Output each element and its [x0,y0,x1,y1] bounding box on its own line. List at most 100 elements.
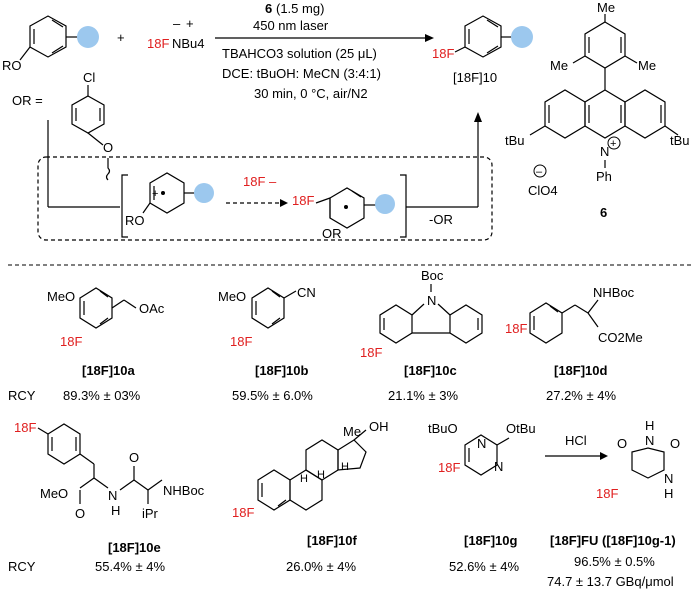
compound-fu-label: [18F]FU ([18F]10g-1) [550,533,676,548]
product: 18F [18F]10 [432,15,533,85]
10c-boc: Boc [421,268,444,283]
10e-nhboc: NHBoc [163,483,205,498]
mechanism-box [37,156,493,241]
hcl-reagent: HCl [565,433,587,448]
catalyst-n-charge: + [610,138,616,150]
radical-cation-intermediate: + RO [125,172,214,228]
compound-10e-structure: 18F MeO O N H O NHBoc iPr [14,420,205,521]
fu-o1: O [617,436,627,451]
cond-light: 450 nm laser [253,18,329,33]
compound-10d-rcy: 27.2% ± 4% [546,388,616,403]
compound-10e-rcy: 55.4% ± 4% [95,559,165,574]
catalyst-counterion-charge: – [536,166,543,178]
10d-nhboc: NHBoc [593,285,635,300]
substituent-sphere-icon [77,26,99,48]
mech-product-sphere-icon [375,194,395,214]
catalyst-ph: Ph [596,169,612,184]
catalyst-tbu-right: tBu [670,133,690,148]
product-sphere-icon [511,26,533,48]
10e-18f: 18F [14,420,36,435]
compound-10b-rcy: 59.5% ± 6.0% [232,388,313,403]
mech-or: OR [322,226,342,241]
compound-10c-label: [18F]10c [404,363,457,378]
cond-solvent: DCE: tBuOH: MeCN (3:4:1) [222,66,381,81]
fu-n2: N [664,471,673,486]
10a-18f: 18F [60,334,82,349]
reagent-plus: + [186,16,194,31]
rcy-label-row2: RCY [8,559,36,574]
compound-10f-label: [18F]10f [307,533,358,548]
fu-h1: H [645,418,654,433]
catalyst-tbu-left: tBu [505,133,525,148]
10f-h1: H [341,461,349,473]
compound-fu-rcy: 96.5% ± 0.5% [574,554,655,569]
10e-o2: O [129,450,139,465]
compound-10f-structure: Me OH H H H 18F [232,419,389,520]
mech-ro: RO [125,213,145,228]
reagent-minus: – [173,16,181,31]
catalyst-n: N [600,144,609,159]
substrate: RO [2,15,99,73]
fu-o2: O [670,436,680,451]
10e-ipr: iPr [142,506,159,521]
fluoride-adduct-intermediate: 18F OR [292,187,395,241]
svg-text:+: + [152,188,158,200]
10e-h: H [111,503,120,518]
compound-10a-rcy: 89.3% ± 03% [63,388,141,403]
10c-18f: 18F [360,345,382,360]
cond-catalyst-amount: (1.5 mg) [276,1,324,16]
fu-h2: H [664,486,673,501]
10g-n1: N [477,436,486,451]
compound-10c-structure: Boc N 18F [360,268,483,360]
catalyst-me-left: Me [550,58,568,73]
rcy-label-row1: RCY [8,388,36,403]
10f-me: Me [343,424,361,439]
or-group-structure: Cl O [71,70,113,181]
reagent-18f: 18F [147,36,169,51]
or-definition: OR = [12,93,43,108]
compound-10d-structure: NHBoc CO2Me 18F [505,285,643,345]
10g-n2: N [494,459,503,474]
10d-18f: 18F [505,321,527,336]
compound-10a-structure: MeO OAc 18F [47,287,165,349]
compound-10f-rcy: 26.0% ± 4% [286,559,356,574]
mech-18f-anion: 18F – [243,174,277,189]
fu-18f: 18F [596,486,618,501]
mech-leaving-group: -OR [429,212,453,227]
mech-18f: 18F [292,193,314,208]
10a-meo: MeO [47,289,75,304]
compound-10e-label: [18F]10e [108,540,161,555]
mech-sphere-icon [194,183,214,203]
product-18f: 18F [432,46,454,61]
or-o: O [103,140,113,155]
10f-h2: H [317,469,325,481]
substrate-ro-label: RO [2,58,22,73]
cond-time: 30 min, 0 °C, air/N2 [254,86,368,101]
10b-18f: 18F [230,334,252,349]
fu-n1: N [645,433,654,448]
10f-h3: H [300,473,308,485]
reaction-arrowhead-icon [425,34,434,42]
10a-oac: OAc [139,301,165,316]
10g-tbuo: tBuO [428,421,458,436]
10c-n: N [427,293,436,308]
cond-catalyst: 6 [265,1,272,16]
10f-18f: 18F [232,505,254,520]
catalyst-me-top: Me [597,0,615,15]
compound-10g-rcy: 52.6% ± 4% [449,559,519,574]
10g-otbu: OtBu [506,421,536,436]
cond-base: TBAHCO3 solution (25 μL) [222,46,377,61]
compound-10g-label: [18F]10g [464,533,518,548]
compound-10a-label: [18F]10a [82,363,136,378]
compound-fu-structure: H O N O N H 18F [596,418,680,501]
compound-10d-label: [18F]10d [554,363,608,378]
compound-10b-structure: MeO CN 18F [218,285,316,349]
product-label: [18F]10 [453,70,497,85]
10e-meo: MeO [40,486,68,501]
compound-10b-label: [18F]10b [255,363,309,378]
10e-o1: O [75,506,85,521]
catalyst-counterion: ClO4 [528,183,558,198]
10d-co2me: CO2Me [598,330,643,345]
compound-fu-molar-activity: 74.7 ± 13.7 GBq/μmol [547,574,674,589]
